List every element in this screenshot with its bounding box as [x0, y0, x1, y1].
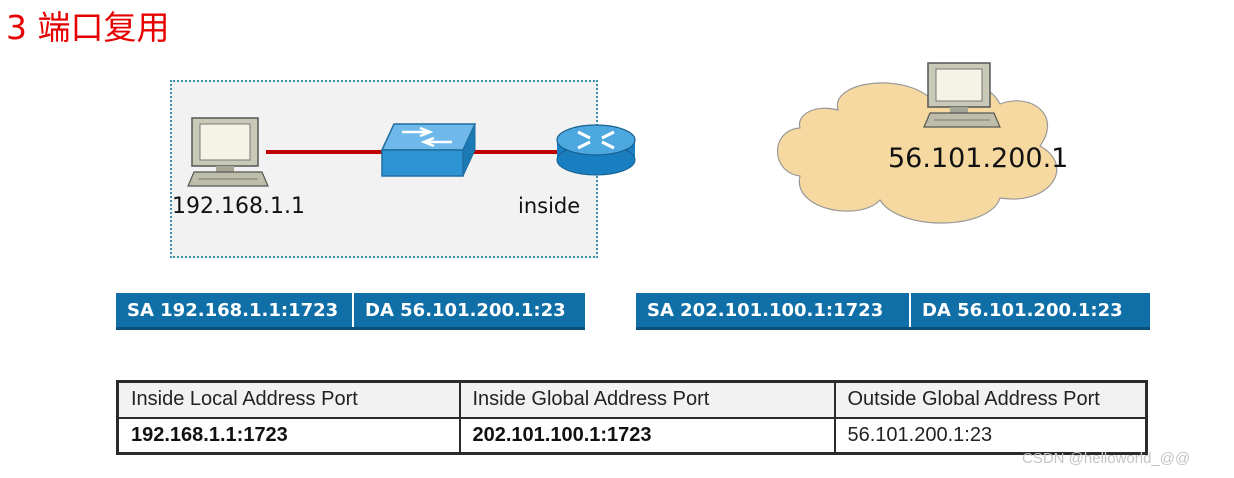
destination-address: DA 56.101.200.1:23	[909, 293, 1150, 327]
table-cell: 192.168.1.1:1723	[116, 416, 461, 455]
column-header: Inside Local Address Port	[116, 380, 461, 419]
source-address: SA 192.168.1.1:1723	[127, 300, 339, 321]
pc-icon	[187, 117, 269, 187]
page-title: 3 端口复用	[6, 8, 170, 47]
column-header: Outside Global Address Port	[833, 380, 1148, 419]
pc-ip-label: 192.168.1.1	[172, 194, 305, 219]
table-cell: 202.101.100.1:1723	[458, 416, 836, 455]
table-cell: 56.101.200.1:23	[833, 416, 1148, 455]
inside-interface-label: inside	[518, 194, 581, 218]
server-ip-label: 56.101.200.1	[888, 143, 1069, 174]
source-address: SA 202.101.100.1:1723	[647, 300, 884, 321]
watermark: CSDN @helloworld_@@	[1022, 450, 1191, 467]
packet-header-outside: SA 202.101.100.1:1723 DA 56.101.200.1:23	[636, 293, 1150, 330]
table-row: 192.168.1.1:1723 202.101.100.1:1723 56.1…	[116, 416, 1148, 455]
router-icon	[556, 124, 636, 176]
server-pc-icon	[923, 62, 1001, 128]
nat-translation-table: Inside Local Address Port Inside Global …	[116, 380, 1148, 455]
destination-address: DA 56.101.200.1:23	[352, 293, 585, 327]
packet-header-inside: SA 192.168.1.1:1723 DA 56.101.200.1:23	[116, 293, 585, 330]
switch-icon	[380, 123, 477, 177]
table-header-row: Inside Local Address Port Inside Global …	[116, 380, 1148, 419]
column-header: Inside Global Address Port	[458, 380, 836, 419]
